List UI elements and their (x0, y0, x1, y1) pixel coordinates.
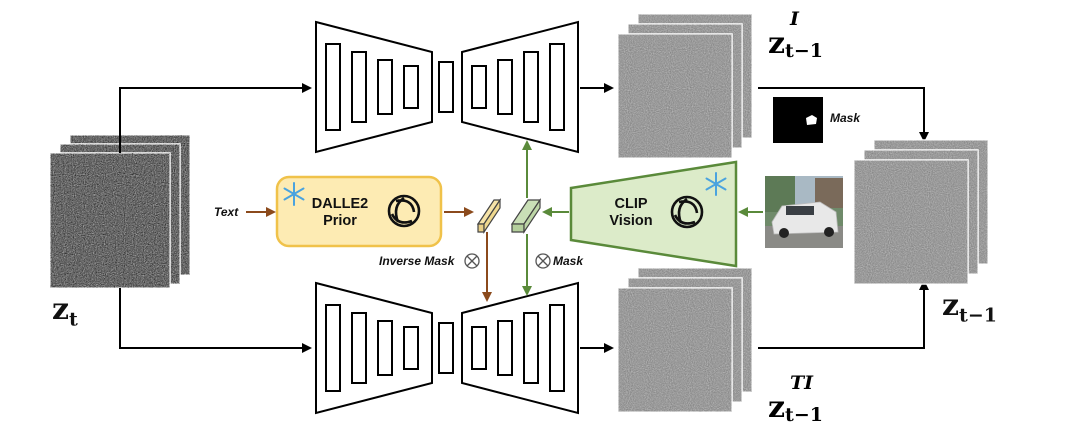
top-dec-block-4 (549, 43, 565, 131)
openai-logo-icon (387, 194, 421, 228)
bot-enc-block-2 (351, 312, 367, 384)
zTI-sup: TI (790, 372, 814, 394)
snowflake-icon (283, 182, 305, 206)
zI-label: I zt−1 (768, 10, 823, 61)
zt-base: z (52, 292, 70, 327)
zt1-base: z (942, 288, 960, 323)
dalle2-prior-label: DALLE2 Prior (300, 196, 380, 231)
mask-bottom-label: Mask (553, 254, 584, 268)
top-dec-block-2 (497, 59, 513, 115)
zt-label: zt (52, 292, 78, 331)
dalle2-line1: DALLE2 (311, 196, 369, 212)
zI-sup: I (790, 8, 799, 30)
text-input-label: Text (214, 205, 239, 219)
top-enc-block-3 (377, 59, 393, 115)
zI-base: z (768, 26, 786, 61)
zTI-noise-stack (617, 267, 753, 413)
zI-noise-stack (617, 13, 753, 159)
top-enc-block-2 (351, 51, 367, 123)
dalle2-line2: Prior (323, 213, 357, 230)
top-unet (315, 20, 579, 154)
bot-enc-block-4 (403, 326, 419, 370)
top-dec-block-3 (523, 51, 539, 123)
zt1-label: zt−1 (942, 288, 997, 327)
top-enc-block-4 (403, 65, 419, 109)
arrow-zt-to-bottom-unet (119, 288, 312, 353)
arrow-zt-to-top-unet (119, 83, 312, 153)
zTI-sub: t−1 (785, 403, 823, 426)
car-image (765, 176, 843, 248)
snowflake-icon (705, 172, 727, 196)
zt-noise-stack (49, 134, 191, 289)
zTI-base: z (768, 390, 786, 425)
arrow-zI-to-zt1 (758, 87, 929, 142)
text-embedding-token (476, 198, 502, 234)
zI-sub: t−1 (785, 39, 823, 62)
bot-bottleneck (438, 322, 454, 374)
mask-thumbnail (773, 97, 823, 143)
top-bottleneck (438, 61, 454, 113)
image-flow-arrows (522, 140, 763, 296)
arrow-zTI-to-zt1 (758, 280, 929, 349)
clip-line2: Vision (609, 213, 653, 230)
top-unet-encoder (315, 20, 433, 154)
bot-dec-block-4 (549, 304, 565, 392)
bot-dec-block-1 (471, 326, 487, 370)
mask-top-label: Mask (830, 111, 861, 125)
dalle2-prior-box (275, 175, 443, 248)
clip-vision-box (569, 160, 738, 268)
text-flow-arrows (246, 207, 492, 302)
inverse-mask-label: Inverse Mask (379, 254, 455, 268)
zt-sub: t (69, 308, 78, 331)
top-dec-block-1 (471, 65, 487, 109)
openai-logo-icon (670, 195, 704, 229)
bot-dec-block-2 (497, 320, 513, 376)
bot-enc-block-3 (377, 320, 393, 376)
bottom-unet-encoder (315, 281, 433, 415)
bot-dec-block-3 (523, 312, 539, 384)
top-enc-block-1 (325, 43, 341, 131)
bottom-unet (315, 281, 579, 415)
zt1-noise-stack (853, 139, 989, 285)
zt1-sub: t−1 (959, 304, 997, 327)
bot-enc-block-1 (325, 304, 341, 392)
clip-line1: CLIP (614, 196, 648, 212)
flow-arrows (119, 83, 929, 353)
zTI-label: TI zt−1 (768, 374, 823, 425)
image-embedding-token (510, 198, 542, 234)
multiply-icon (535, 253, 551, 269)
clip-vision-label: CLIP Vision (598, 196, 664, 231)
multiply-icon (464, 253, 480, 269)
